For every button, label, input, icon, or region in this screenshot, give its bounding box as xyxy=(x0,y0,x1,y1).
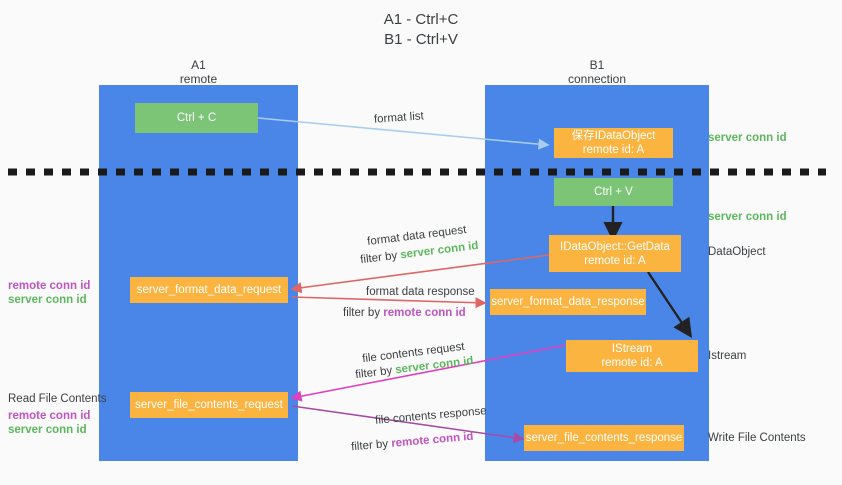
column-a1-subheader: remote xyxy=(179,72,218,86)
label-read-file-contents: Read File Contents xyxy=(8,393,107,405)
label-istream: Istream xyxy=(708,350,747,362)
label-format-list: format list xyxy=(373,110,425,126)
box-server-file-contents-response[interactable]: server_file_contents_response xyxy=(524,425,684,451)
filter-by-text-1: filter by xyxy=(359,249,402,267)
box-getdata[interactable]: IDataObject::GetData remote id: A xyxy=(549,235,681,272)
label-remote-conn-id-2: remote conn id xyxy=(8,410,91,422)
label-server-conn-id-second: server conn id xyxy=(708,211,787,223)
box-server-file-contents-request[interactable]: server_file_contents_request xyxy=(130,392,288,418)
filter-by-text-2: filter by xyxy=(343,307,384,319)
box-ctrl-c[interactable]: Ctrl + C xyxy=(135,103,258,133)
column-b1-subheader: connection xyxy=(567,72,627,86)
box-istream[interactable]: IStream remote id: A xyxy=(566,340,698,372)
label-write-file-contents: Write File Contents xyxy=(708,432,806,444)
label-server-conn-id-2: server conn id xyxy=(8,424,87,436)
filter-by-text-3: filter by xyxy=(354,364,397,382)
filter-by-emphasis-2: remote conn id xyxy=(383,307,466,319)
label-server-conn-id-1: server conn id xyxy=(8,294,87,306)
filter-by-emphasis-4: remote conn id xyxy=(390,430,474,450)
box-ctrl-v[interactable]: Ctrl + V xyxy=(554,178,673,206)
box-idataobject[interactable]: 保存IDataObject remote id: A xyxy=(554,128,673,158)
column-b1-header: B1 xyxy=(589,58,605,72)
filter-by-text-4: filter by xyxy=(350,437,392,454)
column-a1-header: A1 xyxy=(191,58,206,72)
page-title: A1 - Ctrl+C B1 - Ctrl+V xyxy=(383,11,459,48)
box-server-format-data-response[interactable]: server_format_data_response xyxy=(490,289,646,315)
box-server-format-data-request[interactable]: server_format_data_request xyxy=(130,277,288,303)
label-dataobject: DataObject xyxy=(708,246,766,258)
label-format-data-response: format data response xyxy=(366,286,475,298)
label-remote-conn-id-1: remote conn id xyxy=(8,280,91,292)
label-file-contents-response: file contents response xyxy=(374,405,488,427)
label-filter-by-remote-conn-1: filter by remote conn id xyxy=(343,306,466,321)
label-filter-by-remote-conn-2: filter by remote conn id xyxy=(351,430,475,456)
label-server-conn-id-top: server conn id xyxy=(708,132,787,144)
